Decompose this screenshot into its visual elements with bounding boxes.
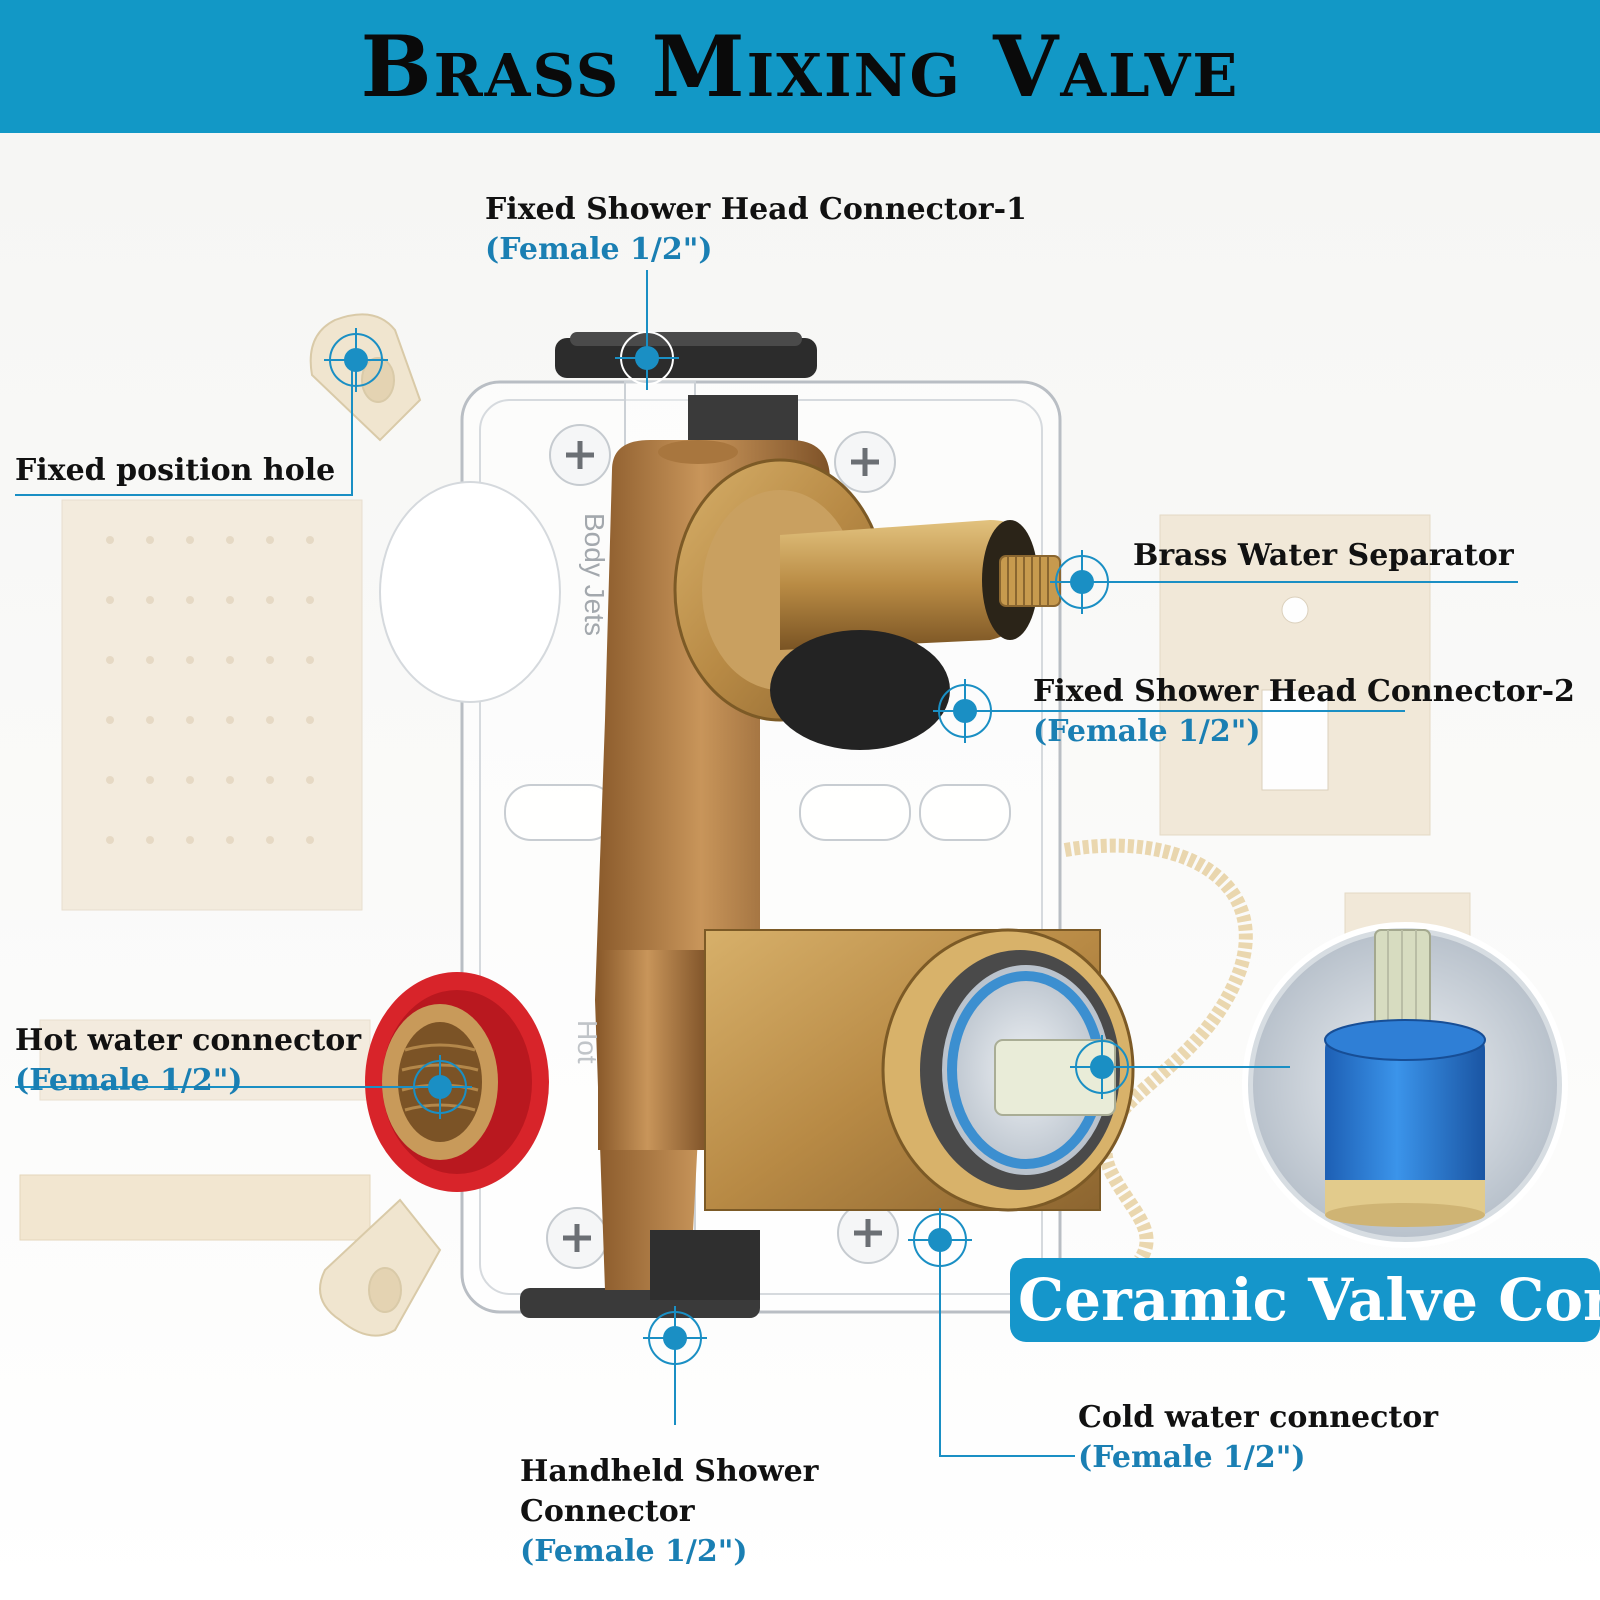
plastic-plug-left (504, 784, 616, 841)
brass-water-separator (673, 458, 1061, 750)
shower-panel-nozzles (106, 536, 314, 844)
label-handheld: Handheld Shower Connector (Female 1/2") (520, 1452, 819, 1572)
label-position-hole: Fixed position hole (15, 451, 335, 491)
wall-plate-hole (1281, 596, 1309, 624)
connector-caps (520, 332, 817, 1318)
cartridge-stem (994, 1039, 1116, 1116)
label-hot: Hot water connector (Female 1/2") (15, 1021, 361, 1101)
label-cold: Cold water connector (Female 1/2") (1078, 1398, 1438, 1478)
rain-shower-panel (61, 499, 363, 911)
label-separator-name: Brass Water Separator (1133, 538, 1514, 573)
label-hot-name: Hot water connector (15, 1023, 362, 1058)
plastic-plug-far-right (919, 784, 1011, 841)
marker-separator (1050, 550, 1114, 614)
ceramic-core-inset (1242, 922, 1568, 1248)
label-hot-spec: (Female 1/2") (15, 1063, 243, 1098)
marker-handheld (643, 1306, 707, 1370)
hot-marking: Hot (572, 1020, 603, 1064)
shower-arm (19, 1174, 371, 1241)
body-jets-cap (379, 481, 561, 703)
label-handheld-name-1: Handheld Shower (520, 1454, 819, 1489)
label-cold-spec: (Female 1/2") (1078, 1440, 1306, 1475)
label-connector-1-spec: (Female 1/2") (485, 232, 713, 267)
marker-position-hole (324, 328, 388, 392)
label-handheld-name-2: Connector (520, 1494, 695, 1529)
label-connector-1: Fixed Shower Head Connector-1 (Female 1/… (485, 190, 1027, 270)
label-handheld-spec: (Female 1/2") (520, 1534, 748, 1569)
label-cold-name: Cold water connector (1078, 1400, 1439, 1435)
label-connector-1-name: Fixed Shower Head Connector-1 (485, 192, 1027, 227)
label-connector-2: Fixed Shower Head Connector-2 (Female 1/… (1033, 672, 1575, 752)
target-markers (324, 326, 1134, 1370)
mounting-brackets (309, 313, 442, 1337)
marker-connector-2 (933, 679, 997, 743)
core-body (1325, 1030, 1485, 1215)
marker-cold (908, 1208, 972, 1272)
plastic-plug-right (799, 784, 911, 841)
marker-connector-1 (615, 326, 679, 390)
hot-water-inlet (365, 972, 549, 1192)
marker-core (1070, 1035, 1134, 1099)
mixer-cartridge-housing (704, 928, 1135, 1212)
body-jets-marking: Body Jets (579, 513, 610, 636)
label-connector-2-spec: (Female 1/2") (1033, 714, 1261, 749)
label-position-hole-name: Fixed position hole (15, 453, 336, 488)
label-separator: Brass Water Separator (1133, 536, 1514, 576)
marker-hot (408, 1055, 472, 1119)
title-banner: Brass Mixing Valve (0, 0, 1600, 133)
brass-valve-body (595, 395, 830, 1300)
top-connector-cap (555, 338, 817, 378)
ceramic-valve-core-badge: Ceramic Valve Core (1010, 1258, 1600, 1342)
wall-plate-slot (1261, 689, 1329, 791)
label-connector-2-name: Fixed Shower Head Connector-2 (1033, 674, 1575, 709)
shower-hose (1063, 838, 1253, 1264)
ceramic-valve-core-label: Ceramic Valve Core (1018, 1266, 1600, 1334)
bracket-bottom-left (319, 1198, 442, 1337)
page-title: Brass Mixing Valve (360, 17, 1240, 116)
